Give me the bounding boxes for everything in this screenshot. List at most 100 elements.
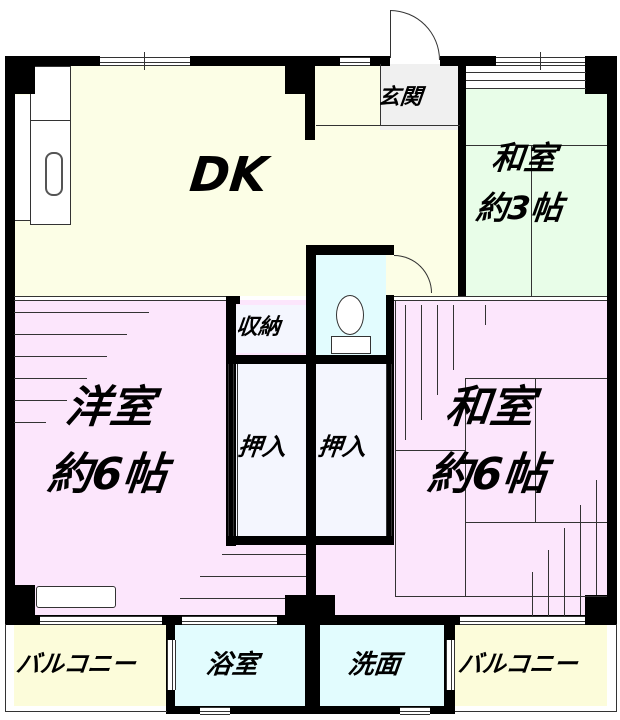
yoshitsu-line: [200, 576, 306, 577]
tatami-line: [532, 572, 533, 616]
label-washitsu-6-line2: 約6帖: [425, 449, 550, 500]
yoshitsu-line: [222, 554, 306, 555]
tatami-line: [405, 305, 406, 440]
room-genkan: [380, 64, 460, 130]
window-mark: [540, 52, 541, 70]
wall-top-left: [5, 56, 100, 66]
tatami-line: [465, 378, 607, 379]
genkan-edge: [380, 64, 381, 126]
tatami-line: [466, 145, 607, 146]
closet-door-left[interactable]: [228, 364, 238, 536]
balcony-door-left[interactable]: [167, 640, 176, 690]
label-washroom: 洗面: [346, 650, 402, 680]
window-genkan-top: [340, 57, 370, 66]
tatami-line: [437, 305, 438, 395]
room-balcony-right: [455, 624, 607, 706]
corner-top-mid: [285, 56, 315, 94]
tatami-line: [395, 596, 607, 597]
yoshitsu-line: [14, 422, 46, 423]
label-dk: DK: [187, 147, 271, 203]
wall-top-right: [440, 56, 496, 66]
label-shuno: 収納: [234, 315, 282, 340]
tatami-line: [421, 305, 422, 420]
room-oshiire-left: [234, 364, 306, 536]
kitchen-counter: [30, 66, 71, 225]
tatami-line: [580, 505, 581, 615]
label-washitsu-6-line1: 和室: [443, 382, 537, 433]
yoshitsu-line: [180, 598, 285, 599]
washitsu3-line: [466, 88, 586, 89]
wall-toilet-left: [306, 245, 316, 625]
label-genkan: 玄関: [376, 85, 424, 110]
yoshitsu-line: [14, 378, 87, 379]
wall-bath-bottom: [166, 706, 455, 714]
window-dk-top: [100, 57, 190, 66]
room-bath: [175, 624, 305, 706]
closet-door-right[interactable]: [386, 364, 396, 536]
tatami-line: [453, 305, 454, 370]
toilet-tank: [331, 336, 371, 354]
genkan-step: [316, 125, 460, 126]
tatami-line: [548, 550, 549, 616]
front-door-swing[interactable]: [390, 10, 440, 60]
partition-line: [14, 296, 226, 297]
fridge-space: [14, 95, 31, 221]
counter-divider: [30, 120, 71, 121]
wall-left: [5, 56, 15, 616]
tatami-line: [596, 480, 597, 595]
tatami-line: [395, 450, 465, 451]
window-yoshitsu-bottom: [40, 616, 162, 625]
partition-line: [394, 300, 607, 301]
wall-dk-washitsu: [458, 64, 466, 296]
tatami-line: [535, 378, 536, 522]
room-washitsu-3: [465, 88, 607, 296]
washitsu3-line: [466, 72, 586, 73]
yoshitsu-line: [14, 312, 149, 313]
room-balcony-left: [14, 624, 166, 706]
toilet-icon: [336, 295, 364, 335]
yoshitsu-line: [14, 400, 67, 401]
tatami-line: [531, 145, 532, 296]
window-washitsu6-bottom: [460, 616, 585, 625]
wall-oshiire-bottom: [226, 536, 394, 545]
tatami-line: [465, 378, 466, 596]
front-door-leaf: [390, 10, 391, 58]
partition-line: [394, 296, 607, 297]
wall-bath-washroom: [305, 615, 320, 707]
window-mark: [144, 52, 145, 70]
sink-icon: [45, 152, 63, 196]
label-oshiire-right: 押入: [316, 433, 368, 461]
room-shuno: [234, 305, 306, 353]
washitsu3-line: [466, 80, 586, 81]
tatami-line: [485, 305, 486, 325]
balcony-left-rail: [5, 624, 167, 712]
window-washroom-bottom: [400, 707, 430, 715]
wall-toilet-top: [306, 245, 394, 255]
label-oshiire-left: 押入: [236, 433, 288, 461]
ac-unit: [36, 586, 116, 608]
label-yoshitsu-line2: 約6帖: [45, 449, 170, 500]
balcony-door-right[interactable]: [446, 640, 455, 690]
balcony-right-rail: [455, 624, 617, 712]
window-bath-top: [182, 616, 277, 625]
wall-toilet-right: [386, 295, 394, 545]
wall-shuno-bottom: [226, 355, 394, 364]
room-oshiire-right: [316, 364, 386, 536]
label-washitsu-3-line2: 約3帖: [474, 189, 565, 227]
wall-shuno-left: [226, 296, 236, 546]
yoshitsu-line: [14, 334, 127, 335]
label-yoshitsu-line1: 洋室: [63, 382, 157, 433]
tatami-line: [564, 528, 565, 616]
tatami-line: [465, 522, 607, 523]
partition-line: [14, 300, 226, 301]
yoshitsu-line: [14, 356, 107, 357]
label-balcony-right: バルコニー: [456, 650, 580, 678]
label-washitsu-3-line1: 和室: [490, 139, 559, 177]
label-balcony-left: バルコニー: [14, 650, 138, 678]
window-bath-bottom: [200, 707, 230, 715]
wall-right: [607, 56, 617, 616]
label-bath: 浴室: [204, 650, 260, 680]
room-washroom: [320, 624, 444, 706]
wall-shuno-top: [226, 296, 240, 304]
